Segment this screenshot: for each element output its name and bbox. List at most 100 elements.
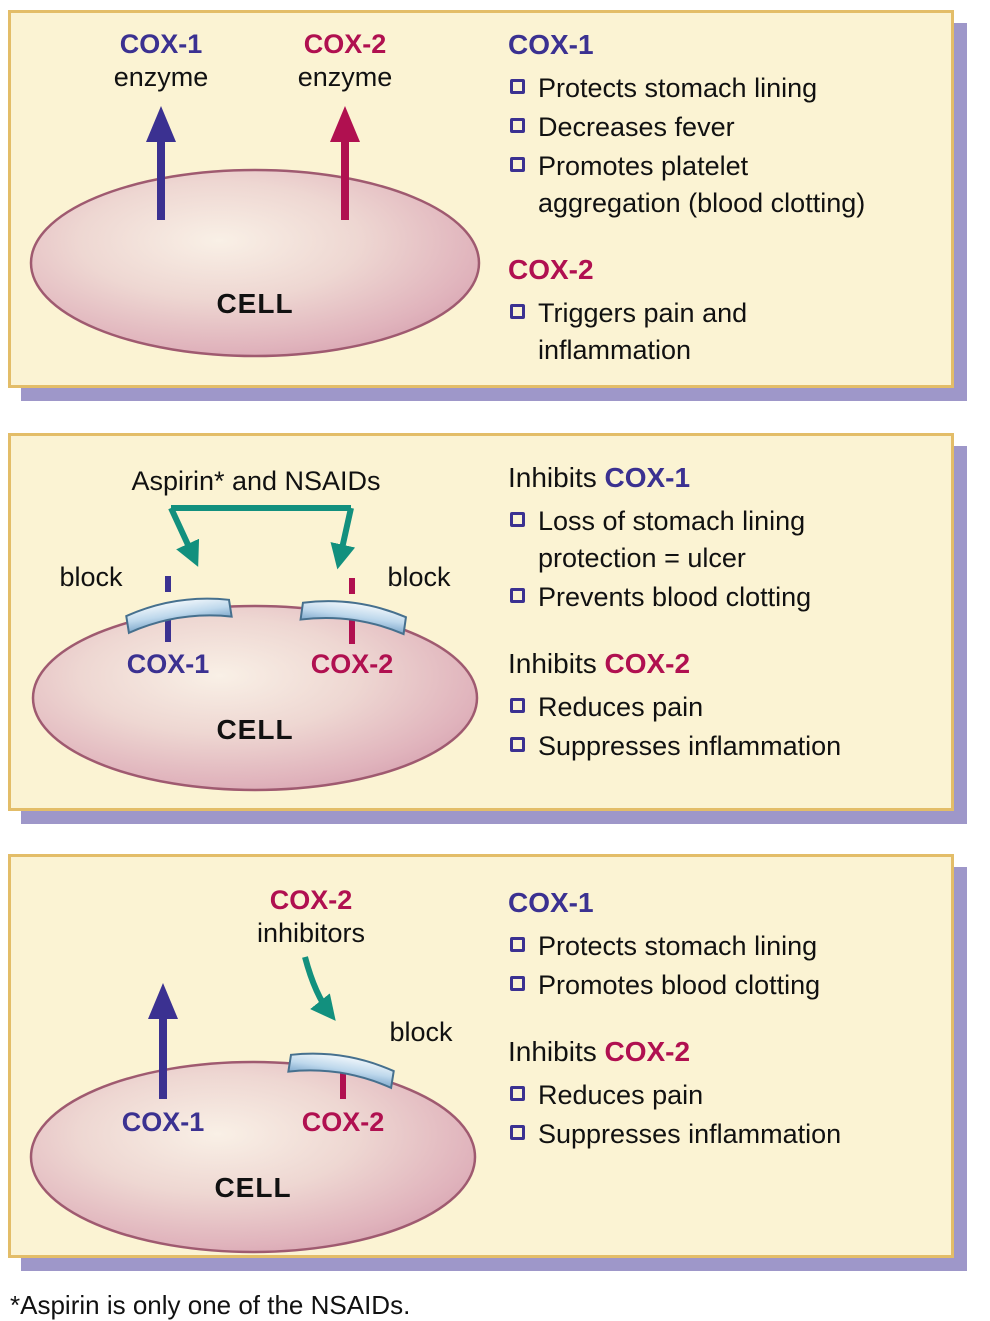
cell-ellipse (31, 604, 479, 792)
bullet-item: Prevents blood clotting (508, 579, 954, 616)
checkbox-bullet-icon (510, 1125, 525, 1140)
section-heading: Inhibits COX-2 (508, 1034, 954, 1070)
section-heading: COX-1 (508, 27, 954, 63)
inhibits-label: Inhibits (508, 462, 597, 493)
cox1-arrow (148, 983, 178, 1099)
cox1-site-label: COX-1 (122, 1107, 205, 1137)
bullet-text: Triggers pain and inflammation (538, 298, 748, 365)
inhibitor-arrow (302, 956, 336, 1021)
inhibitor-title-line1: COX-2 (270, 885, 353, 915)
cox2-bullet-list: Triggers pain and inflammation (508, 295, 954, 369)
cox1-site-label: COX-1 (127, 649, 210, 679)
checkbox-bullet-icon (510, 737, 525, 752)
inhibits-cox2-bullet-list: Reduces pain Suppresses inflammation (508, 689, 954, 765)
cox2-enzyme-sublabel: enzyme (298, 62, 393, 92)
footnote: *Aspirin is only one of the NSAIDs. (10, 1290, 411, 1320)
panel-aspirin-nsaids: Aspirin* and NSAIDs block block COX-1 CO… (8, 433, 954, 811)
checkbox-bullet-icon (510, 157, 525, 172)
panel-cox-enzymes: COX-1 enzyme COX-2 enzyme CELL COX-1 Pro… (8, 10, 954, 388)
inhibits-cox2-section: Inhibits COX-2 Reduces pain Suppresses i… (508, 646, 954, 765)
inhibits-cox1-section: Inhibits COX-1 Loss of stomach lining pr… (508, 460, 954, 616)
cell-label: CELL (216, 288, 293, 319)
bullet-text: Decreases fever (538, 112, 735, 142)
bullet-item: Suppresses inflammation (508, 1116, 954, 1153)
cox2-arrow (330, 106, 360, 220)
bullet-text: Promotes platelet aggregation (blood clo… (538, 151, 866, 218)
bullet-text: Suppresses inflammation (538, 1119, 842, 1149)
panel-cox2-inhibitors: COX-2 inhibitors block COX-1 COX-2 CELL … (8, 854, 954, 1258)
block-label: block (389, 1017, 453, 1047)
inhibits-cox2-section: Inhibits COX-2 Reduces pain Suppresses i… (508, 1034, 954, 1153)
section-heading: COX-1 (508, 885, 954, 921)
nsaid-branch-arrows (168, 505, 356, 570)
bullet-item: Triggers pain and inflammation (508, 295, 954, 369)
section-heading: Inhibits COX-1 (508, 460, 954, 496)
checkbox-bullet-icon (510, 588, 525, 603)
bullet-item: Suppresses inflammation (508, 728, 954, 765)
block-bar (287, 1052, 395, 1090)
cell-label: CELL (216, 714, 293, 745)
inhibits-cox1-bullet-list: Loss of stomach lining protection = ulce… (508, 503, 954, 616)
cox1-arrow (146, 106, 176, 220)
cell-ellipse (29, 168, 481, 358)
cell-diagram-cox2-inhibitors: COX-2 inhibitors block COX-1 COX-2 CELL (29, 885, 477, 1254)
section-heading: COX-2 (508, 252, 954, 288)
cell-diagram-enzymes: COX-1 enzyme COX-2 enzyme CELL (29, 29, 481, 358)
cox1-enzyme-sublabel: enzyme (114, 62, 209, 92)
bullet-item: Protects stomach lining (508, 70, 954, 107)
bullet-item: Protects stomach lining (508, 928, 954, 965)
checkbox-bullet-icon (510, 698, 525, 713)
bullet-text: Suppresses inflammation (538, 731, 842, 761)
cox1-heading-label: COX-1 (604, 462, 691, 493)
bullet-text: Loss of stomach lining protection = ulce… (538, 506, 806, 573)
cox2-heading-label: COX-2 (604, 648, 691, 679)
cox2-enzyme-label: COX-2 (304, 29, 387, 59)
inhibits-cox2-bullet-list: Reduces pain Suppresses inflammation (508, 1077, 954, 1153)
block-bar-right (299, 600, 408, 636)
block-bar-left (125, 597, 233, 635)
panel2-text-column: Inhibits COX-1 Loss of stomach lining pr… (508, 460, 954, 767)
cox1-bullet-list: Protects stomach lining Promotes blood c… (508, 928, 954, 1004)
panel3-text-column: COX-1 Protects stomach lining Promotes b… (508, 885, 954, 1155)
nsaid-title: Aspirin* and NSAIDs (131, 466, 380, 496)
bullet-item: Promotes platelet aggregation (blood clo… (508, 148, 954, 222)
checkbox-bullet-icon (510, 1086, 525, 1101)
block-left-label: block (59, 562, 123, 592)
bullet-item: Loss of stomach lining protection = ulce… (508, 503, 954, 577)
checkbox-bullet-icon (510, 512, 525, 527)
bullet-text: Reduces pain (538, 692, 704, 722)
cox1-heading-label: COX-1 (508, 29, 594, 60)
bullet-text: Protects stomach lining (538, 73, 818, 103)
bullet-item: Decreases fever (508, 109, 954, 146)
cox2-section: COX-2 Triggers pain and inflammation (508, 252, 954, 369)
bullet-text: Prevents blood clotting (538, 582, 812, 612)
bullet-text: Reduces pain (538, 1080, 704, 1110)
cox1-enzyme-label: COX-1 (120, 29, 203, 59)
bullet-text: Promotes blood clotting (538, 970, 821, 1000)
cell-diagram-nsaids: Aspirin* and NSAIDs block block COX-1 CO… (31, 466, 479, 792)
panel1-text-column: COX-1 Protects stomach lining Decreases … (508, 27, 954, 371)
checkbox-bullet-icon (510, 937, 525, 952)
checkbox-bullet-icon (510, 118, 525, 133)
checkbox-bullet-icon (510, 304, 525, 319)
block-right-label: block (387, 562, 451, 592)
cox2-site-label: COX-2 (302, 1107, 385, 1137)
cox2-heading-label: COX-2 (508, 254, 594, 285)
nsaid-arrow-right (330, 507, 356, 570)
cox1-section: COX-1 Protects stomach lining Promotes b… (508, 885, 954, 1004)
cox1-bullet-list: Protects stomach lining Decreases fever … (508, 70, 954, 222)
nsaid-arrow-left (168, 506, 200, 567)
bullet-item: Reduces pain (508, 1077, 954, 1114)
cox1-heading-label: COX-1 (508, 887, 594, 918)
cox2-heading-label: COX-2 (604, 1036, 691, 1067)
bullet-item: Promotes blood clotting (508, 967, 954, 1004)
bullet-text: Protects stomach lining (538, 931, 818, 961)
cell-label: CELL (214, 1172, 291, 1203)
bullet-item: Reduces pain (508, 689, 954, 726)
inhibits-label: Inhibits (508, 1036, 597, 1067)
inhibits-label: Inhibits (508, 648, 597, 679)
inhibitor-title-line2: inhibitors (257, 918, 365, 948)
section-heading: Inhibits COX-2 (508, 646, 954, 682)
cell-ellipse (29, 1060, 477, 1254)
